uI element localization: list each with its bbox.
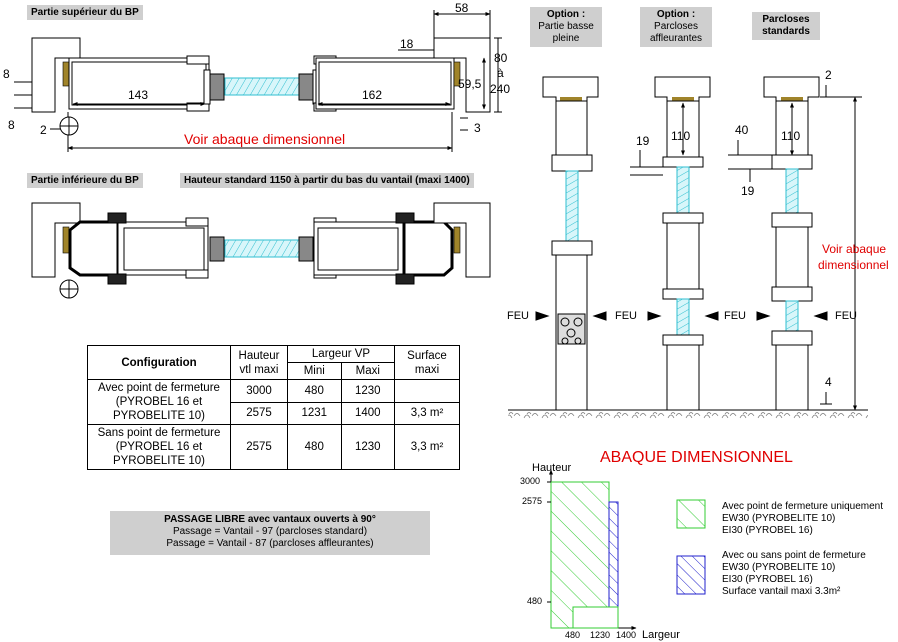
xtick-1400: 1400 [616, 630, 637, 640]
feu-label-1: FEU [507, 310, 529, 322]
passage-line-1: Passage = Vantail - 97 (parcloses standa… [172, 526, 368, 537]
abaque-xlabel: Largeur [642, 629, 680, 641]
dim-18: 18 [400, 37, 414, 51]
table-cell: 1231 [287, 401, 342, 425]
table-cell: 1230 [340, 379, 395, 403]
abaque-chart [547, 469, 706, 630]
dim-a: à [497, 66, 504, 80]
xtick-1230: 1230 [590, 630, 611, 640]
feu-label-2: FEU [615, 310, 637, 322]
option-1-label: Option : Partie basse pleine [530, 7, 602, 47]
dim-240: 240 [490, 82, 511, 96]
dim-19-b: 19 [741, 184, 755, 198]
dim-80: 80 [494, 51, 508, 65]
dim-8-bottom: 8 [8, 118, 15, 132]
side-note-1: Voir abaque [822, 242, 887, 256]
header-config: Configuration [87, 345, 231, 380]
table-cell: 1400 [340, 401, 395, 425]
bottom-section-title: Partie inférieure du BP [27, 173, 143, 188]
dim-110-b: 110 [781, 129, 801, 143]
header-largeur: Largeur VP [287, 345, 395, 363]
dim-2: 2 [40, 123, 47, 137]
top-section-title: Partie supérieur du BP [27, 5, 143, 20]
dim-40: 40 [735, 123, 749, 137]
dim-8-top: 8 [3, 67, 10, 81]
ytick-3000: 3000 [520, 476, 541, 486]
top-abaque-note: Voir abaque dimensionnel [184, 131, 346, 147]
legend-green-swatch [676, 499, 706, 529]
passage-title: PASSAGE LIBRE avec vantaux ouverts à 90° [164, 514, 376, 525]
dim-3: 3 [474, 121, 481, 135]
table-cell: 1230 [340, 424, 395, 470]
header-maxi: Maxi [340, 362, 395, 380]
table-cell: 480 [287, 379, 342, 403]
top-plan [14, 10, 502, 152]
table-cell: 3000 [230, 379, 288, 403]
xtick-480: 480 [565, 630, 581, 640]
dim-4-v: 4 [825, 375, 832, 389]
dim-143: 143 [128, 88, 149, 102]
header-mini: Mini [287, 362, 342, 380]
passage-box: PASSAGE LIBRE avec vantaux ouverts à 90°… [110, 511, 430, 555]
table-cell: 3,3 m² [394, 401, 460, 425]
feu-label-3: FEU [724, 310, 746, 322]
option-2-label: Option : Parcloses affleurantes [640, 7, 712, 47]
table-cell: 480 [287, 424, 342, 470]
table-cell: 2575 [230, 424, 288, 470]
side-note-2: dimensionnel [818, 258, 889, 272]
dim-110-a: 110 [671, 129, 691, 143]
dim-19-a: 19 [636, 134, 650, 148]
abaque-ylabel: Hauteur [532, 462, 572, 474]
feu-label-4: FEU [835, 310, 857, 322]
table-cell [394, 379, 460, 403]
passage-line-2: Passage = Vantail - 87 (parcloses affleu… [166, 538, 374, 549]
table-cell: 2575 [230, 401, 288, 425]
ytick-2575: 2575 [522, 496, 543, 506]
table-cell: 3,3 m² [394, 424, 460, 470]
dim-2-v: 2 [825, 68, 832, 82]
option-3-label: Parcloses standards [752, 12, 820, 40]
legend-blue-swatch [676, 555, 706, 595]
dim-59: 59,5 [458, 77, 482, 91]
height-note: Hauteur standard 1150 à partir du bas du… [180, 173, 474, 188]
dim-162: 162 [362, 88, 383, 102]
ytick-480: 480 [527, 596, 543, 606]
dim-58: 58 [455, 1, 469, 15]
vertical-sections [508, 76, 868, 420]
abaque-title: ABAQUE DIMENSIONNEL [600, 449, 793, 466]
bottom-plan [31, 202, 491, 299]
